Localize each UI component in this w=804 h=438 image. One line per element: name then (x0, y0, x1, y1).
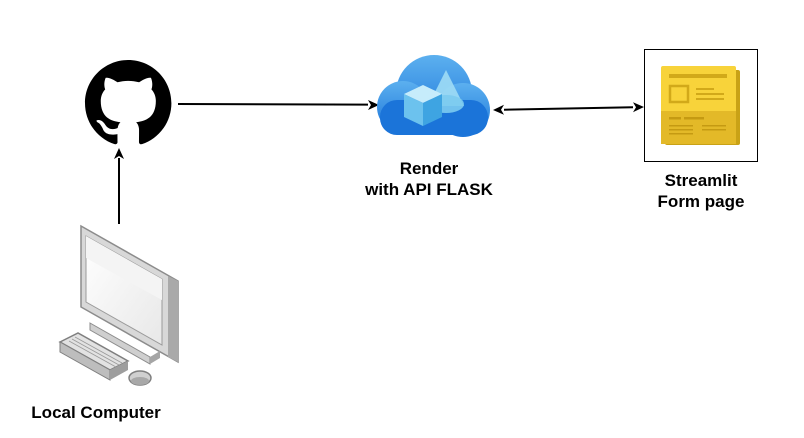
form-page-icon[interactable] (644, 49, 758, 162)
render-label-line1: Render (399, 159, 459, 178)
edge-local-to-github (114, 148, 124, 224)
streamlit-label-line2: Form page (657, 192, 745, 211)
local-computer-label: Local Computer (31, 403, 161, 422)
render-label: Render with API FLASK (329, 158, 529, 200)
render-label-line2: with API FLASK (365, 180, 493, 199)
edge-github-to-render (177, 100, 379, 110)
arrowhead-icon (368, 100, 379, 110)
streamlit-label: Streamlit Form page (631, 170, 771, 212)
edge-render-streamlit (493, 102, 644, 115)
azure-cloud-icon[interactable] (377, 55, 490, 137)
arrowhead-icon (633, 102, 644, 113)
desktop-computer-icon[interactable] (58, 224, 179, 386)
github-icon[interactable] (85, 60, 172, 145)
arrowhead-icon (493, 104, 504, 115)
arrowhead-icon (114, 148, 124, 159)
streamlit-label-line1: Streamlit (664, 171, 738, 190)
